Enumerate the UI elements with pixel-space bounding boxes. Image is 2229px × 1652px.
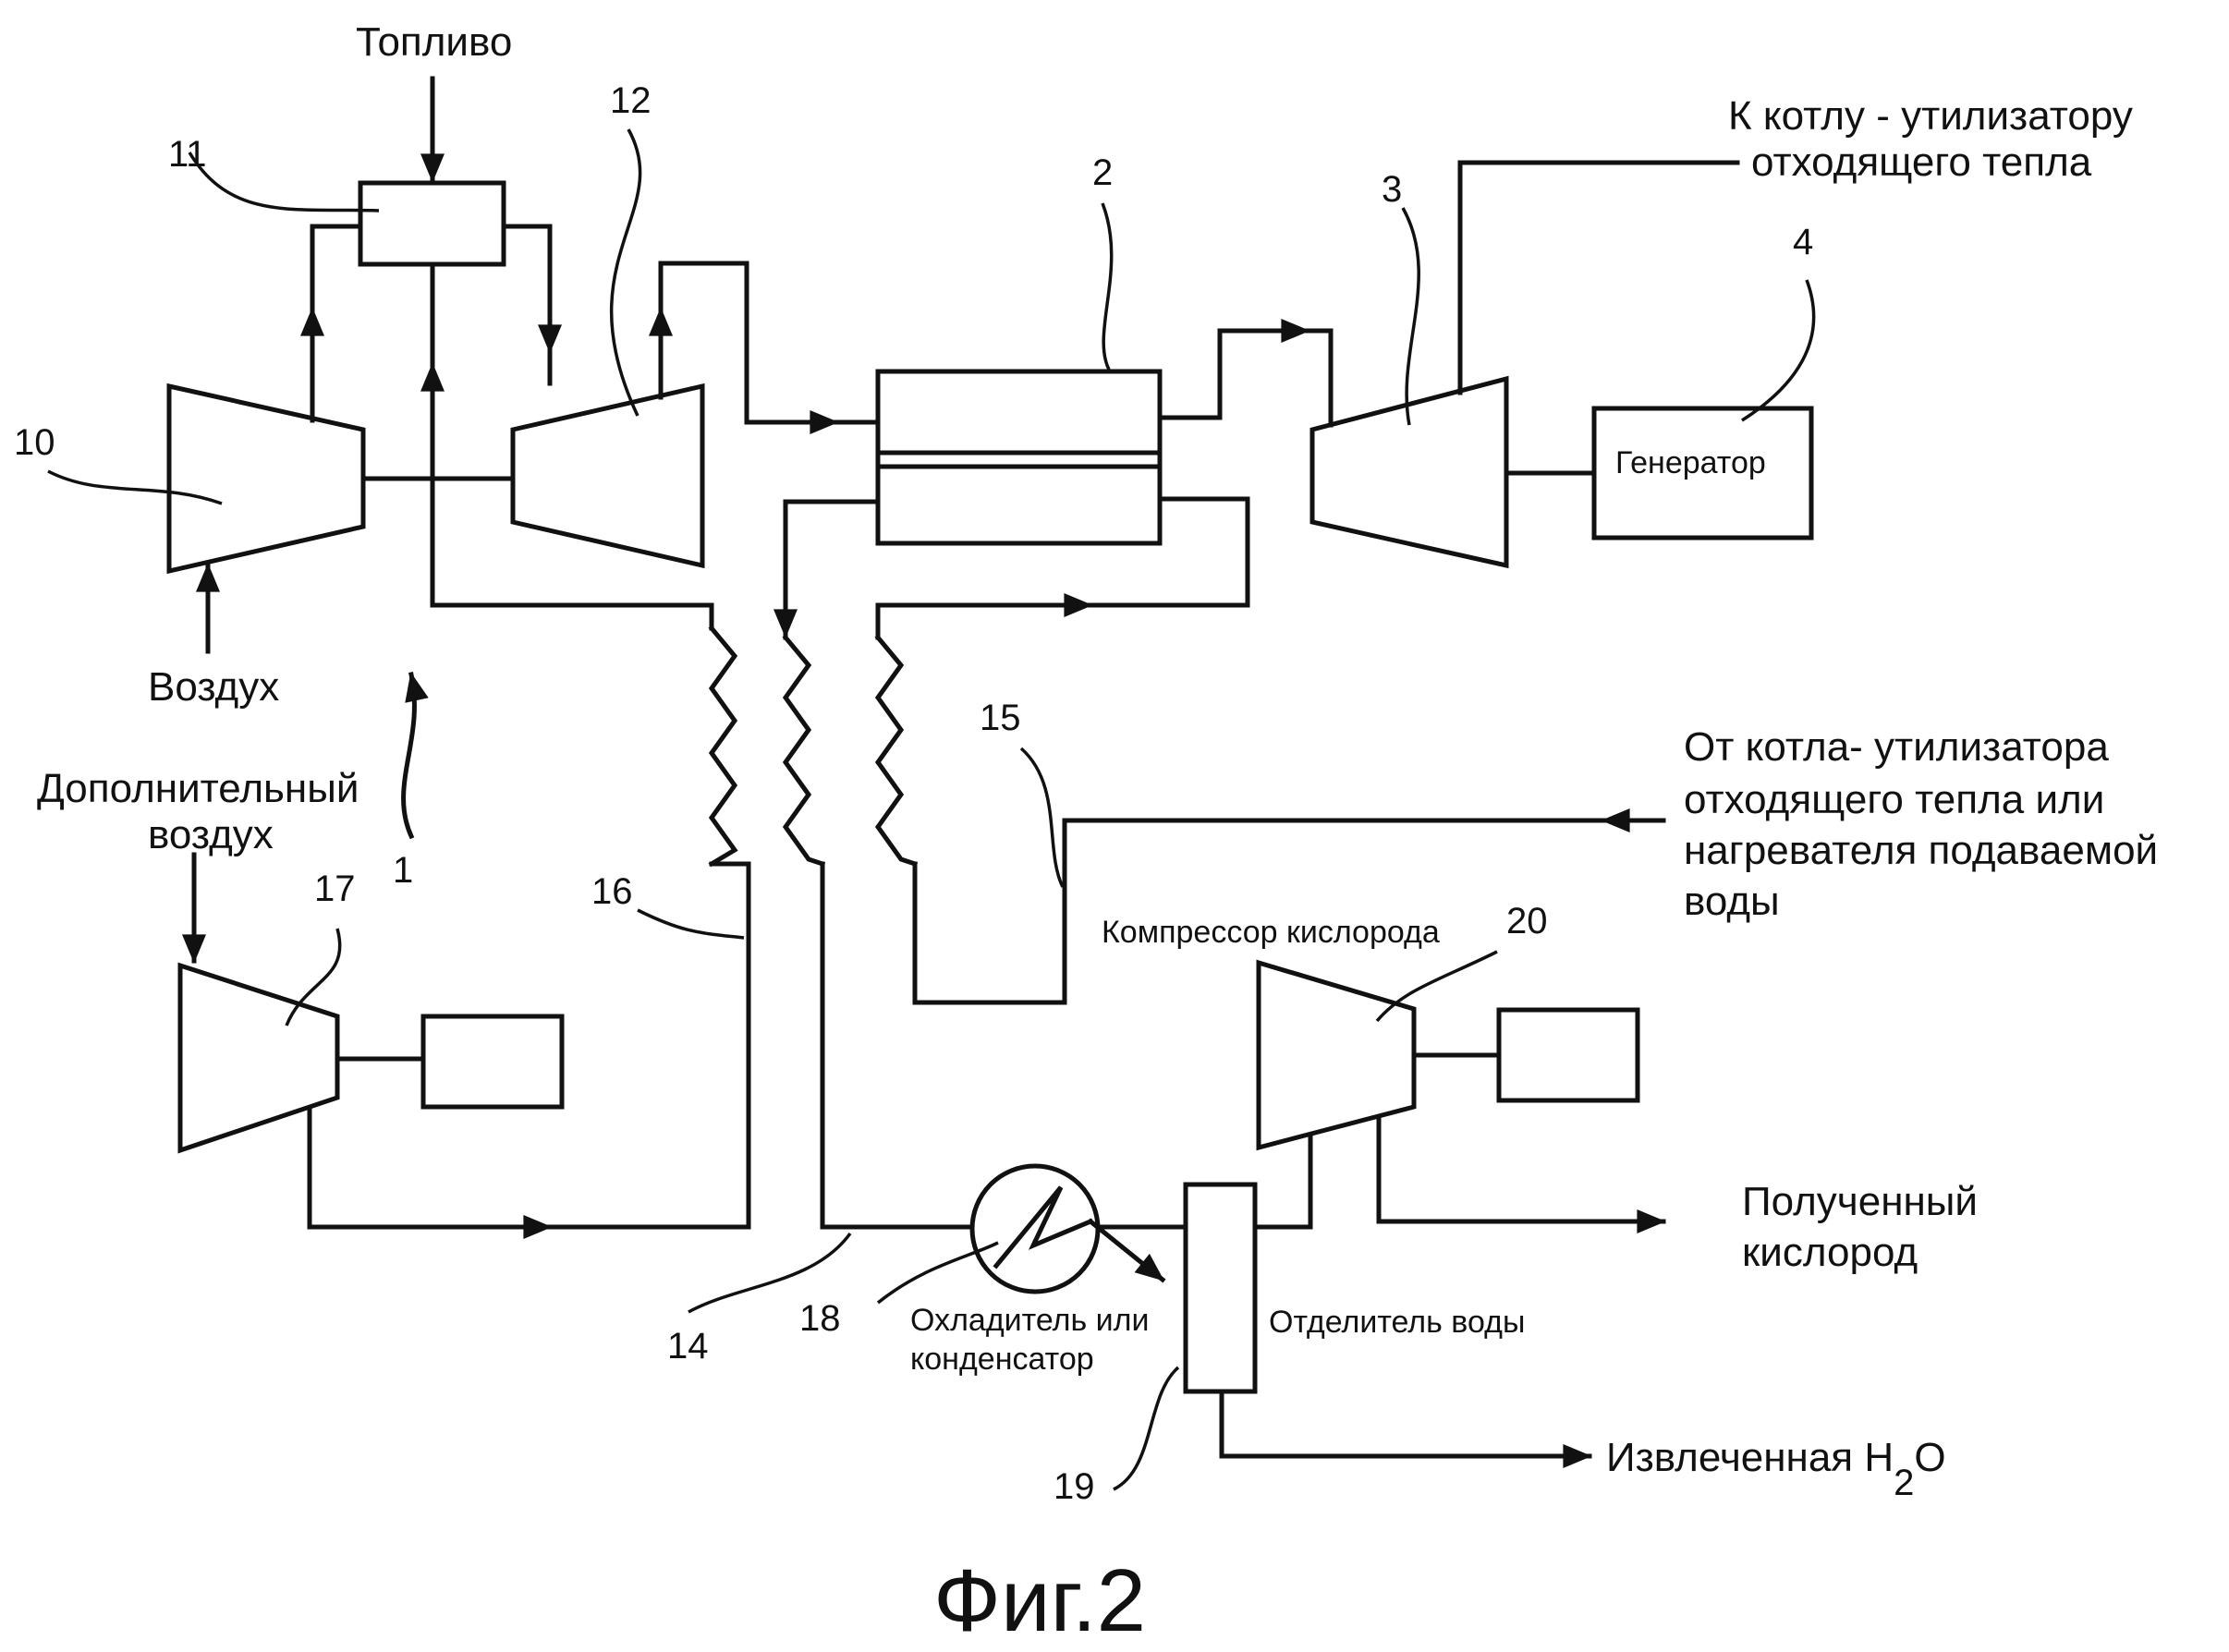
label-from-boiler-1: От котла- утилизатора — [1684, 724, 2109, 770]
cooler-18 — [969, 1163, 1101, 1294]
label-generator: Генератор — [1615, 445, 1766, 480]
ref-4: 4 — [1793, 222, 1813, 262]
label-from-boiler-3: нагревателя подаваемой — [1684, 828, 2158, 873]
motor-17 — [420, 1014, 565, 1110]
label-oxygen-compressor: Компрессор кислорода — [1102, 915, 1440, 950]
label-to-boiler-1: К котлу - утилизатору — [1728, 93, 2133, 139]
ref-12: 12 — [610, 80, 652, 121]
turbine-3 — [1309, 375, 1509, 569]
water-separator-19 — [1183, 1182, 1258, 1394]
label-cooler-2: конденсатор — [910, 1342, 1094, 1377]
label-air: Воздух — [148, 664, 279, 710]
ref-19: 19 — [1054, 1466, 1095, 1507]
compressor-10 — [166, 383, 366, 575]
ref-20: 20 — [1506, 901, 1548, 941]
label-extracted-water: Извлеченная H2O — [1606, 1435, 1946, 1503]
ref-2: 2 — [1092, 152, 1113, 193]
membrane-module-2 — [875, 369, 1163, 546]
ref-11: 11 — [168, 134, 207, 175]
turbine-12 — [510, 383, 705, 569]
motor-20 — [1496, 1007, 1640, 1103]
ref-18: 18 — [799, 1298, 841, 1339]
label-water-separator: Отделитель воды — [1269, 1305, 1525, 1340]
ref-10: 10 — [14, 422, 55, 463]
oxygen-compressor-20 — [1256, 959, 1417, 1151]
ref-3: 3 — [1382, 169, 1402, 210]
label-fuel: Топливо — [356, 19, 512, 65]
combustor-11 — [358, 180, 506, 267]
figure-caption: Фиг.2 — [933, 1551, 1146, 1650]
ref-16: 16 — [591, 871, 633, 912]
label-from-boiler-2: отходящего тепла или — [1684, 777, 2104, 822]
compressor-17 — [177, 962, 340, 1154]
ref-15: 15 — [980, 698, 1021, 738]
ref-1: 1 — [393, 850, 413, 891]
ref-17: 17 — [314, 869, 356, 909]
ref-14: 14 — [667, 1326, 709, 1367]
label-extra-air-1: Дополнительный — [37, 766, 359, 811]
label-from-boiler-4: воды — [1684, 879, 1780, 924]
label-to-boiler-2: отходящего тепла — [1751, 140, 2092, 185]
label-product-oxygen-1: Полученный — [1742, 1179, 1978, 1224]
label-product-oxygen-2: кислород — [1742, 1230, 1918, 1275]
label-extra-air-2: воздух — [148, 812, 274, 857]
label-cooler-1: Охладитель или — [910, 1303, 1149, 1338]
